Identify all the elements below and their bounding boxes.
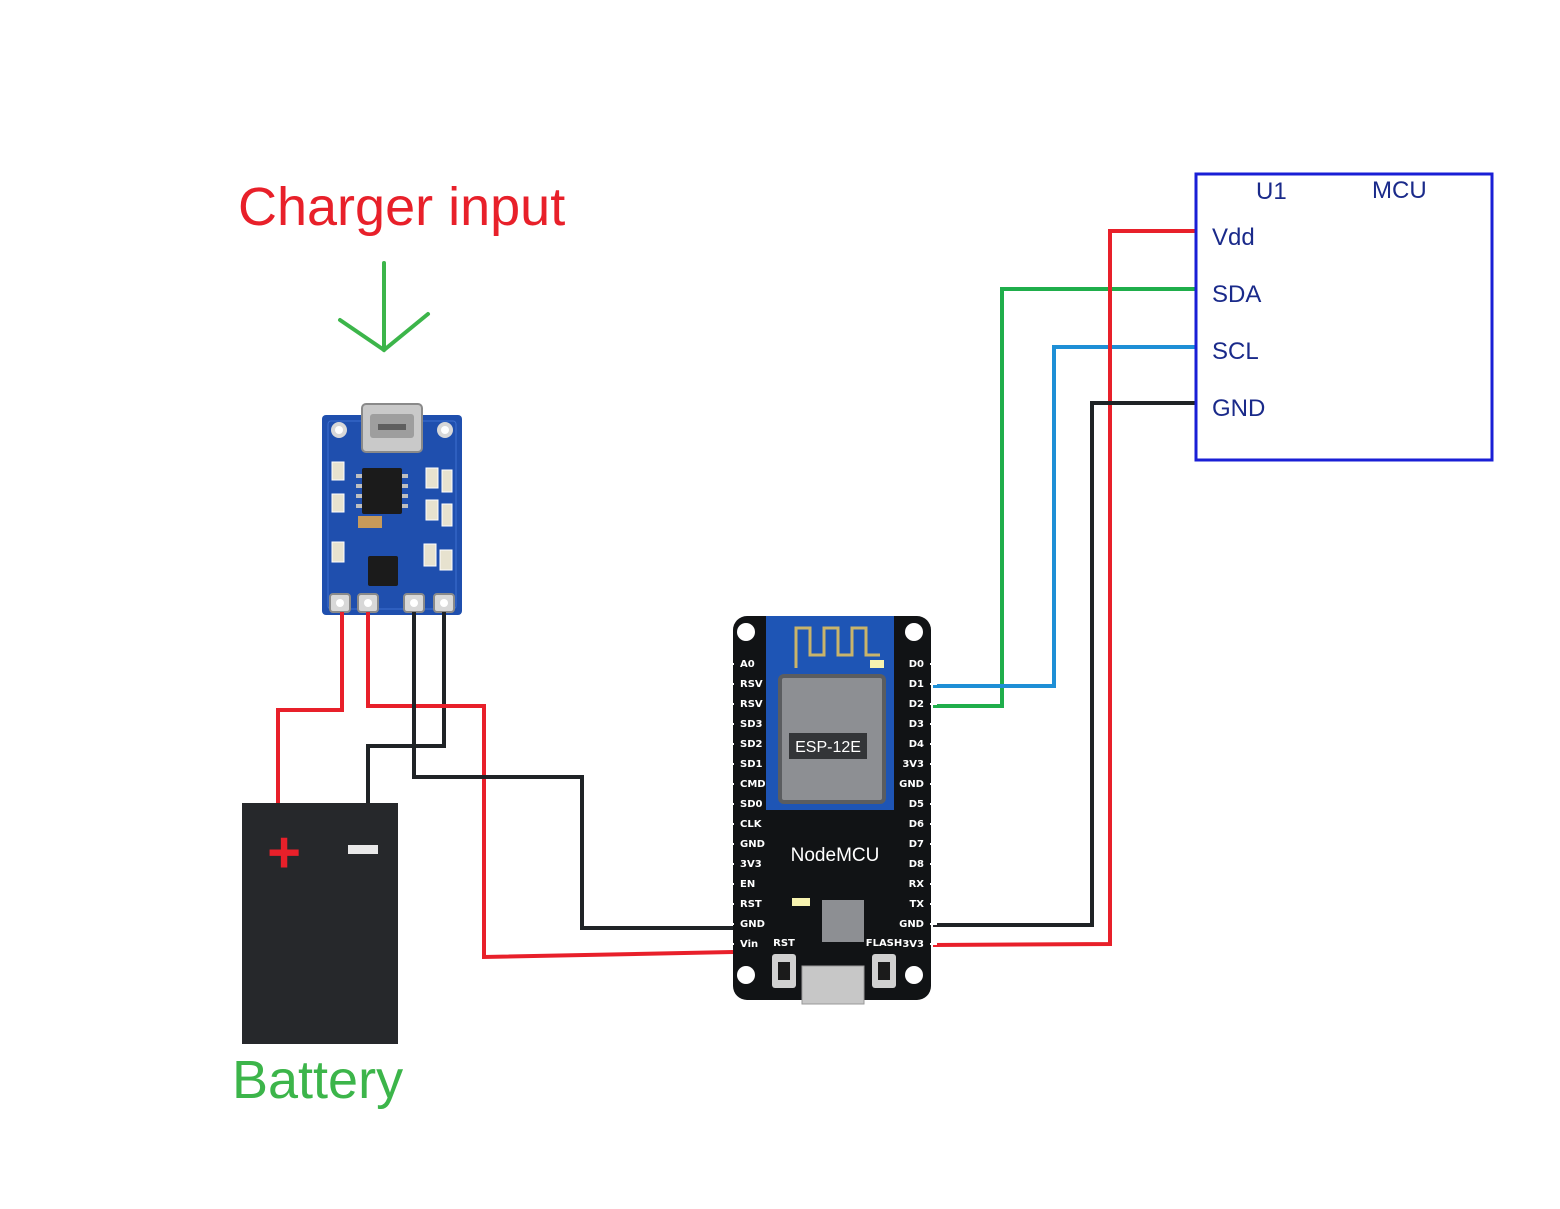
pin-stub-right-13 [930, 923, 937, 925]
pin-stub-left-11 [727, 883, 734, 885]
rst-button[interactable] [772, 954, 796, 988]
pin-label-right-d4: D4 [909, 739, 924, 750]
usb-port-icon [361, 403, 423, 453]
mcu-ref-label: U1 [1256, 178, 1287, 205]
pin-label-left-sd0: SD0 [740, 799, 763, 810]
pin-label-right-3v3: 3V3 [902, 759, 924, 770]
pin-label-left-en: EN [740, 879, 755, 890]
pin-stub-right-4 [930, 743, 937, 745]
pin-label-left-cmd: CMD [740, 779, 766, 790]
pin-label-right-d0: D0 [909, 659, 924, 670]
pin-label-left-gnd: GND [740, 919, 765, 930]
pin-stub-right-11 [930, 883, 937, 885]
pin-label-left-vin: Vin [740, 939, 758, 950]
wire-d2-sda [933, 287, 1196, 708]
pin-stub-left-10 [727, 863, 734, 865]
pin-stub-left-2 [727, 703, 734, 705]
pin-label-right-d6: D6 [909, 819, 924, 830]
wire-charger-bat-minus [366, 612, 446, 803]
mcu-block: U1 MCU Vdd SDA SCL GND [1194, 172, 1494, 462]
pin-stub-left-8 [727, 823, 734, 825]
pin-label-right-3v3: 3V3 [902, 939, 924, 950]
wire-charger-bat-plus [276, 612, 344, 803]
pin-label-left-3v3: 3V3 [740, 859, 762, 870]
flash-button[interactable] [872, 954, 896, 988]
micro-usb-port-icon [801, 965, 865, 1005]
battery-plus-icon: + [267, 820, 301, 885]
mcu-pin-sda: SDA [1212, 281, 1261, 308]
pin-label-right-tx: TX [909, 899, 924, 910]
pin-label-left-a0: A0 [740, 659, 755, 670]
pin-stub-right-14 [930, 943, 937, 945]
pin-stub-right-1 [930, 683, 937, 685]
pin-label-left-sd3: SD3 [740, 719, 763, 730]
pin-stub-right-12 [930, 903, 937, 905]
rst-button-label: RST [773, 938, 795, 949]
battery-label: Battery [232, 1050, 403, 1110]
wire-d1-scl [933, 345, 1196, 688]
wire-charger-gnd [412, 612, 733, 930]
led-icon [870, 660, 884, 668]
wires [276, 229, 1196, 960]
pin-stub-left-4 [727, 743, 734, 745]
down-arrow-icon [338, 261, 430, 353]
battery: + [242, 803, 398, 1044]
pin-label-right-d7: D7 [909, 839, 924, 850]
pin-stub-left-0 [727, 663, 734, 665]
pin-label-right-d1: D1 [909, 679, 924, 690]
nodemcu-label: NodeMCU [791, 845, 880, 866]
pin-label-left-rsv: RSV [740, 699, 763, 710]
pin-label-left-gnd: GND [740, 839, 765, 850]
charger-input-label: Charger input [238, 177, 565, 237]
pin-label-right-d8: D8 [909, 859, 924, 870]
pin-stub-right-0 [930, 663, 937, 665]
wire-3v3-vdd [932, 229, 1196, 947]
pin-stub-left-13 [727, 923, 734, 925]
charger-board [322, 403, 462, 615]
pin-label-left-rsv: RSV [740, 679, 763, 690]
pin-stub-left-5 [727, 763, 734, 765]
flash-button-label: FLASH [866, 938, 903, 949]
pin-label-left-clk: CLK [740, 819, 763, 830]
pin-label-right-gnd: GND [899, 779, 924, 790]
pin-stub-left-6 [727, 783, 734, 785]
pin-stub-right-7 [930, 803, 937, 805]
pin-stub-left-7 [727, 803, 734, 805]
pin-label-right-gnd: GND [899, 919, 924, 930]
esp12e-label: ESP-12E [795, 739, 861, 756]
pin-label-right-d2: D2 [909, 699, 924, 710]
mcu-pin-scl: SCL [1212, 338, 1259, 365]
pin-label-right-rx: RX [909, 879, 925, 890]
pin-label-left-rst: RST [740, 899, 762, 910]
pin-stub-right-9 [930, 843, 937, 845]
pin-stub-right-6 [930, 783, 937, 785]
pin-stub-left-12 [727, 903, 734, 905]
pin-stub-left-9 [727, 843, 734, 845]
pin-stub-right-10 [930, 863, 937, 865]
wire-charger-vin [366, 612, 734, 960]
pin-stub-right-3 [930, 723, 937, 725]
mcu-pin-gnd: GND [1212, 395, 1265, 422]
pin-label-left-sd1: SD1 [740, 759, 763, 770]
wire-gnd-gnd [933, 401, 1196, 927]
pin-label-right-d3: D3 [909, 719, 924, 730]
mcu-name-label: MCU [1372, 177, 1427, 204]
pin-stub-right-2 [930, 703, 937, 705]
pin-stub-left-3 [727, 723, 734, 725]
pin-label-right-d5: D5 [909, 799, 924, 810]
pin-stub-right-8 [930, 823, 937, 825]
antenna-icon [794, 626, 880, 668]
pin-stub-right-5 [930, 763, 937, 765]
mcu-pin-vdd: Vdd [1212, 224, 1255, 251]
pin-stub-left-1 [727, 683, 734, 685]
pin-stub-left-14 [727, 943, 734, 945]
battery-minus-icon [348, 845, 378, 854]
pin-label-left-sd2: SD2 [740, 739, 763, 750]
